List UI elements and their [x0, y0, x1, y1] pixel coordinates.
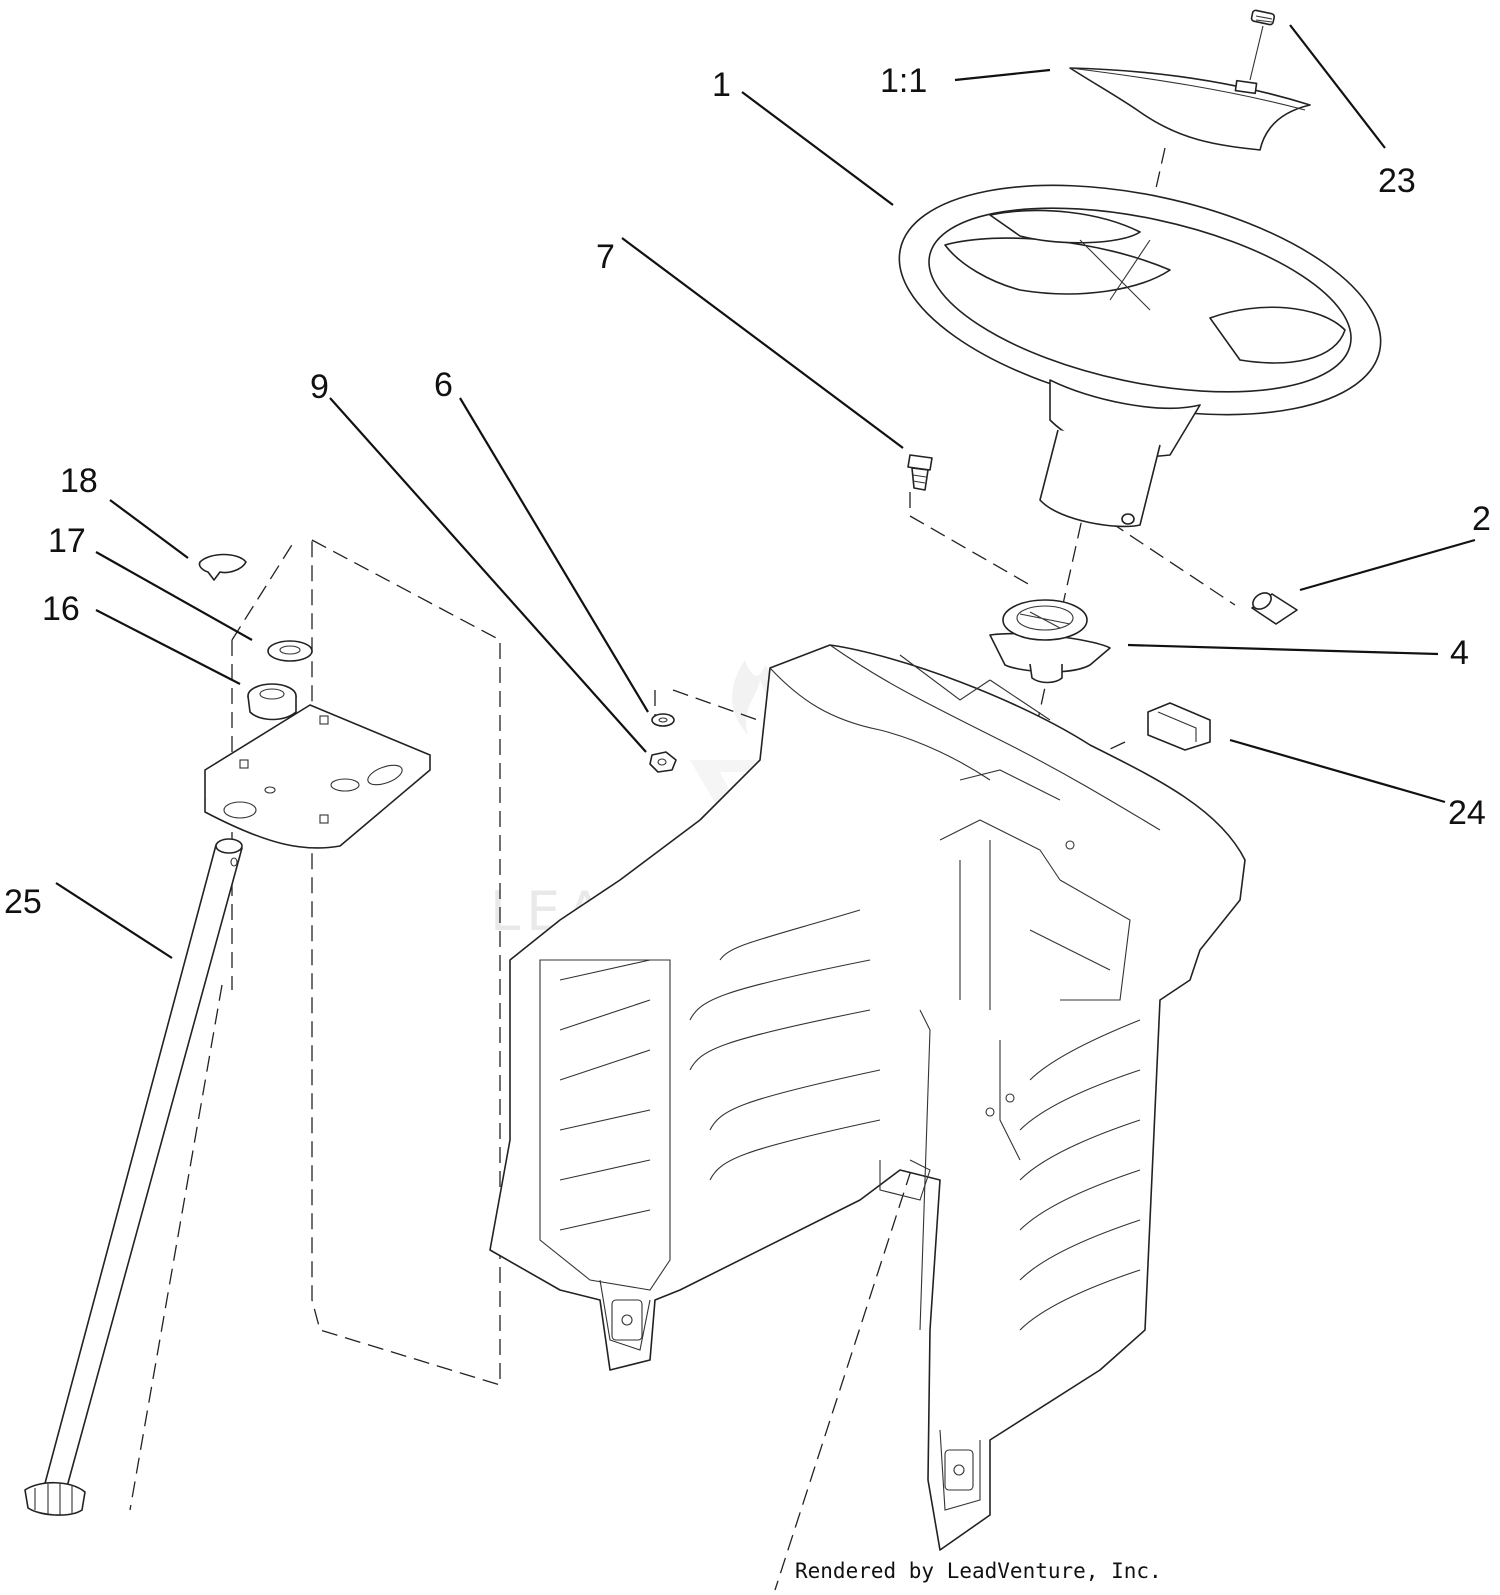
part-4-hub [989, 599, 1111, 684]
leader-17 [95, 551, 253, 641]
leader-1-1 [954, 68, 1051, 82]
steering-shaft [24, 838, 243, 1516]
part-18-clip [198, 553, 247, 581]
callout-2: 2 [1472, 500, 1491, 538]
callout-1-1: 1:1 [880, 62, 927, 100]
part-23-clip [1249, 9, 1276, 81]
part-9-nut [649, 751, 677, 773]
dash-console-housing [489, 644, 1246, 1551]
leader-25 [55, 882, 173, 959]
callout-6: 6 [434, 366, 453, 404]
leader-16 [95, 609, 241, 685]
callout-18: 18 [60, 462, 98, 500]
callouts: 1 1:1 23 7 9 6 18 17 16 2 4 24 25 [4, 62, 1491, 921]
mounting-plate [204, 704, 431, 849]
leader-9 [329, 397, 647, 753]
callout-9: 9 [310, 368, 329, 406]
callout-25: 25 [4, 883, 42, 921]
steering-wheel [898, 184, 1382, 528]
part-6-washer [651, 713, 675, 727]
part-7-screw [907, 454, 933, 491]
leader-24 [1229, 738, 1446, 804]
callout-16: 16 [42, 590, 80, 628]
callout-23: 23 [1378, 162, 1416, 200]
leader-23 [1289, 24, 1386, 149]
leader-7 [621, 237, 904, 449]
leader-2 [1299, 538, 1476, 592]
leader-4 [1127, 643, 1439, 656]
callout-4: 4 [1450, 634, 1469, 672]
part-24-bushing [1147, 702, 1211, 751]
steering-wheel-cap-decal [1069, 67, 1311, 151]
leader-lines [55, 24, 1476, 959]
leader-18 [109, 499, 189, 559]
part-2-pin [1251, 592, 1298, 625]
part-17-washer [267, 640, 313, 662]
leader-6 [459, 397, 649, 713]
credit-text: Rendered by LeadVenture, Inc. [795, 1559, 1162, 1583]
callout-1: 1 [712, 66, 731, 104]
callout-24: 24 [1448, 794, 1486, 832]
callout-17: 17 [48, 522, 86, 560]
leader-1 [741, 91, 894, 206]
callout-7: 7 [596, 238, 615, 276]
part-16-bushing [247, 683, 297, 721]
